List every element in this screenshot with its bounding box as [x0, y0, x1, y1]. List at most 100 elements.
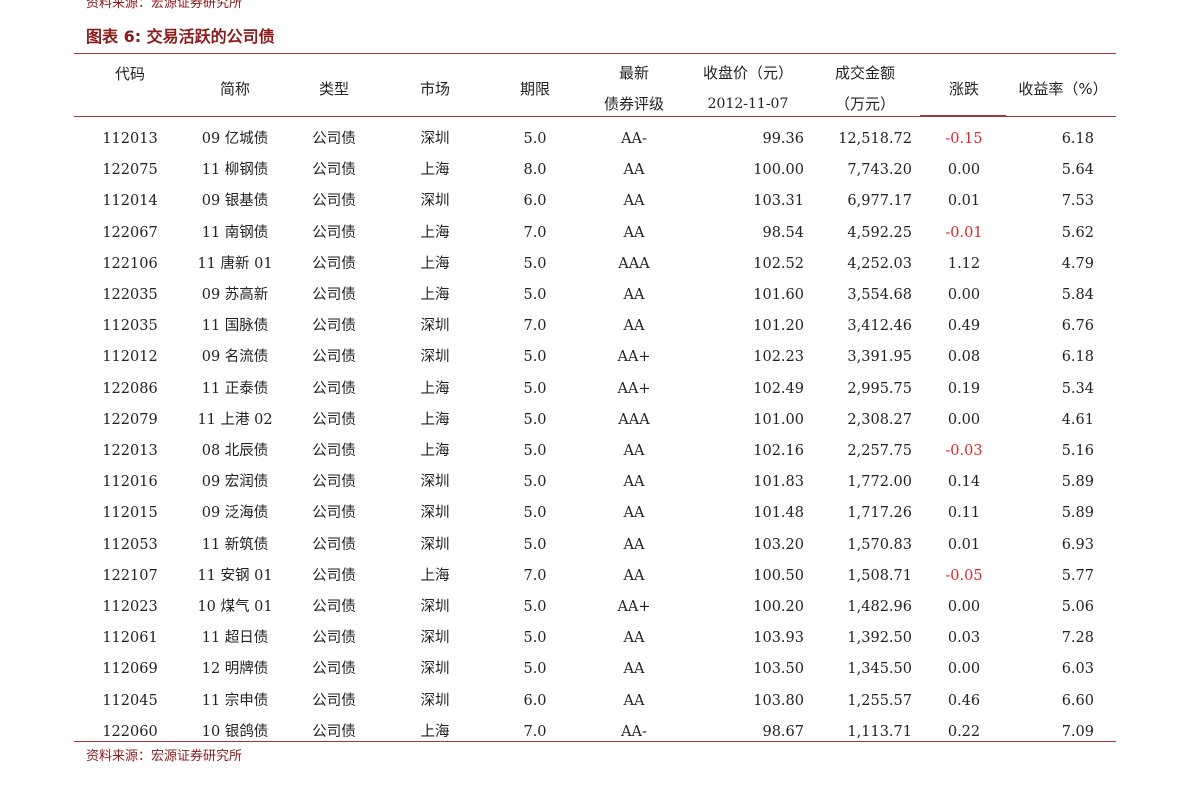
- cell-name: 11 唐新 01: [197, 255, 273, 272]
- cell-rating: AA: [623, 443, 645, 460]
- cell-market: 上海: [420, 287, 450, 304]
- cell-code: 122067: [102, 224, 158, 241]
- cell-code: 112016: [102, 474, 158, 491]
- header-rating: 最新 债券评级: [584, 54, 684, 124]
- cell-term: 5.0: [523, 630, 547, 647]
- cell-yield: 6.18: [1061, 349, 1094, 366]
- cell-code: 122079: [102, 411, 158, 428]
- cell-name: 11 柳钢债: [201, 162, 269, 179]
- cell-type: 公司债: [312, 599, 356, 616]
- cell-yield: 6.18: [1061, 131, 1094, 147]
- cell-rating: AAA: [618, 411, 650, 428]
- header-change: 涨跌: [948, 79, 979, 98]
- cell-price: 101.20: [753, 318, 804, 335]
- cell-volume: 1,570.83: [847, 536, 912, 553]
- cell-type: 公司债: [312, 723, 356, 740]
- cell-change: 0.11: [947, 505, 981, 522]
- cell-name: 09 银基债: [201, 193, 269, 210]
- cell-market: 深圳: [420, 630, 450, 647]
- cell-yield: 6.76: [1061, 318, 1094, 335]
- cell-name: 11 国脉债: [201, 318, 269, 335]
- bond-table: 代码 简称 类型 市场 期限 最新 债券评级 收盘价（元） 2012-11-07…: [74, 54, 1116, 748]
- cell-price: 102.16: [753, 443, 804, 460]
- cell-yield: 5.34: [1061, 380, 1094, 397]
- cell-term: 5.0: [523, 411, 547, 428]
- cell-market: 上海: [420, 224, 450, 241]
- cell-volume: 7,743.20: [847, 162, 912, 179]
- cell-name: 10 煤气 01: [197, 599, 273, 616]
- cell-rating: AA+: [617, 380, 651, 397]
- cell-type: 公司债: [312, 131, 356, 147]
- cell-market: 上海: [420, 567, 450, 584]
- cell-term: 5.0: [523, 287, 547, 304]
- cell-type: 公司债: [312, 349, 356, 366]
- cell-change: 0.01: [947, 193, 981, 210]
- cell-volume: 4,252.03: [847, 255, 912, 272]
- cell-rating: AA: [623, 536, 645, 553]
- cell-term: 5.0: [523, 505, 547, 522]
- cell-volume: 1,255.57: [847, 692, 912, 709]
- cell-type: 公司债: [312, 443, 356, 460]
- cell-yield: 4.61: [1061, 411, 1094, 428]
- cell-volume: 3,412.46: [847, 318, 912, 335]
- cell-volume: 6,977.17: [847, 193, 912, 210]
- cell-market: 深圳: [420, 131, 450, 147]
- cell-name: 09 苏高新: [201, 287, 269, 304]
- cell-code: 112013: [102, 131, 158, 147]
- header-price: 收盘价（元） 2012-11-07: [684, 54, 812, 124]
- cell-change: 0.00: [947, 661, 981, 678]
- cell-type: 公司债: [312, 567, 356, 584]
- cell-yield: 5.16: [1061, 443, 1094, 460]
- cell-change: -0.03: [945, 443, 983, 460]
- cell-change: 0.08: [947, 349, 981, 366]
- cell-name: 11 正泰债: [201, 380, 269, 397]
- cell-volume: 12,518.72: [838, 131, 912, 147]
- cell-term: 6.0: [523, 692, 547, 709]
- header-code: 代码: [114, 65, 145, 83]
- header-term: 期限: [519, 79, 550, 98]
- cell-type: 公司债: [312, 318, 356, 335]
- cell-market: 深圳: [420, 474, 450, 491]
- cell-rating: AA: [623, 567, 645, 584]
- header-market: 市场: [419, 79, 450, 98]
- cell-market: 深圳: [420, 318, 450, 335]
- cell-change: 0.03: [947, 630, 981, 647]
- cell-change: 0.19: [947, 380, 981, 397]
- cell-name: 11 宗申债: [201, 692, 269, 709]
- cell-yield: 6.93: [1061, 536, 1094, 553]
- cell-change: 0.01: [947, 536, 981, 553]
- cell-rating: AA: [623, 224, 645, 241]
- cell-change: 0.22: [947, 723, 981, 740]
- cell-term: 5.0: [523, 474, 547, 491]
- cell-type: 公司债: [312, 411, 356, 428]
- cell-name: 10 银鸽债: [201, 723, 269, 740]
- cell-rating: AA: [623, 287, 645, 304]
- cell-rating: AA: [623, 661, 645, 678]
- cell-type: 公司债: [312, 224, 356, 241]
- header-rating-line1: 最新: [618, 64, 649, 82]
- cell-price: 98.54: [762, 224, 804, 241]
- cell-price: 101.00: [753, 411, 804, 428]
- cell-market: 深圳: [420, 692, 450, 709]
- cell-term: 7.0: [523, 224, 547, 241]
- table-header-rule: [74, 116, 1116, 117]
- cell-yield: 5.62: [1061, 224, 1094, 241]
- cell-term: 7.0: [523, 723, 547, 740]
- cell-term: 5.0: [523, 255, 547, 272]
- cell-volume: 1,345.50: [847, 661, 912, 678]
- cell-type: 公司债: [312, 505, 356, 522]
- source-note-top: 资料来源：宏源证券研究所: [86, 0, 243, 11]
- header-volume: 成交金额 （万元）: [812, 54, 918, 124]
- cell-rating: AA+: [617, 349, 651, 366]
